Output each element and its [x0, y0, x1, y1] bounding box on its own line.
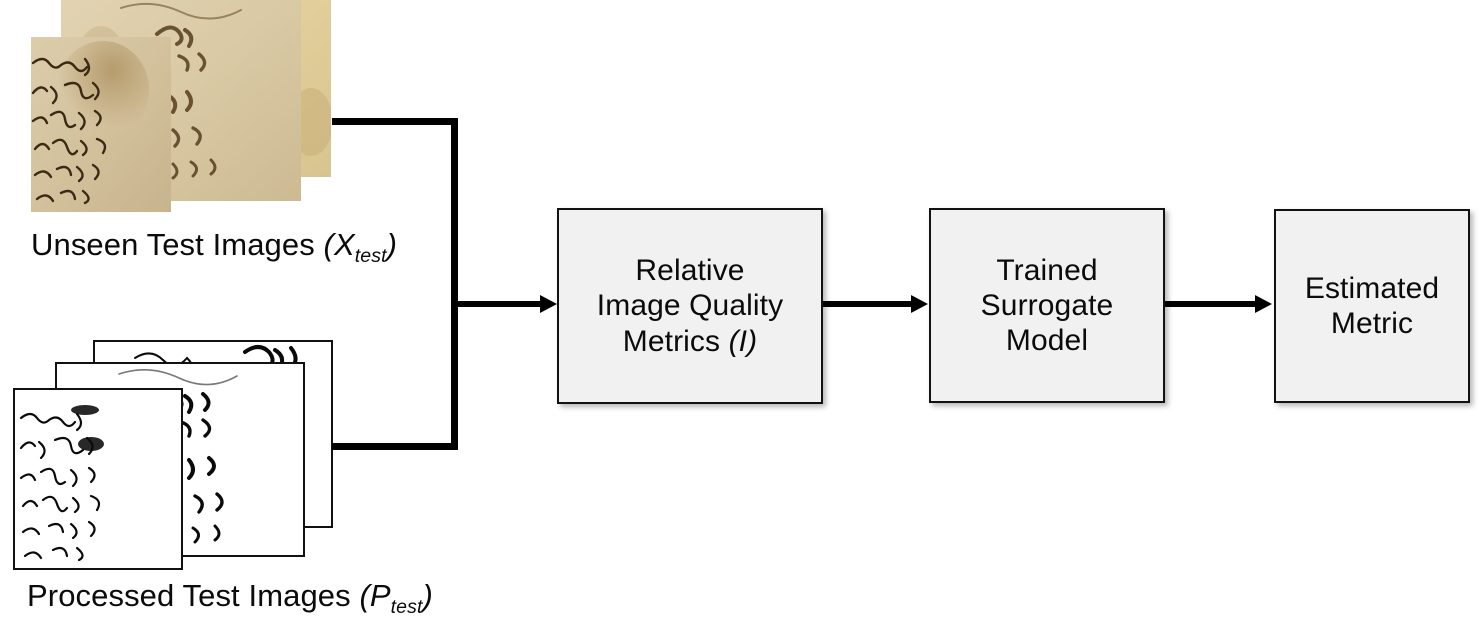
unseen-caption-subscript: test — [354, 245, 387, 268]
manuscript-image-front — [31, 37, 171, 212]
connector-merge-to-metrics-line — [455, 301, 543, 307]
stage-box-relative-image-quality-metrics-text: Relative Image Quality Metrics (I) — [591, 253, 789, 358]
stage-line-3-wrapper: Metrics (I) — [597, 324, 783, 359]
stage-box-trained-surrogate-model-text: Trained Surrogate Model — [975, 253, 1120, 358]
unseen-caption-symbol-end: ) — [386, 227, 398, 262]
processed-caption-text: Processed Test Images — [27, 578, 360, 613]
processed-test-images-caption: Processed Test Images (Ptest) — [27, 578, 433, 619]
stage-box-trained-surrogate-model[interactable]: Trained Surrogate Model — [929, 208, 1165, 403]
stage-line-2: Image Quality — [596, 289, 784, 323]
connector-bottom-branch — [332, 443, 458, 450]
connector-model-to-output-arrowhead — [1255, 295, 1272, 313]
connector-merge-to-metrics-arrowhead — [540, 295, 557, 313]
stage-box-estimated-metric[interactable]: Estimated Metric — [1274, 209, 1470, 403]
stage-line-3: Metrics — [622, 324, 729, 358]
processed-test-images-stack — [13, 340, 343, 570]
stage-line-2: Metric — [1330, 307, 1414, 340]
unseen-test-images-stack — [31, 0, 341, 212]
connector-metrics-to-model-arrowhead — [911, 295, 928, 313]
unseen-test-images-caption: Unseen Test Images (Xtest) — [31, 227, 397, 268]
processed-caption-subscript: test — [390, 596, 423, 619]
manuscript-texture-front — [31, 37, 171, 212]
connector-model-to-output-line — [1165, 301, 1257, 307]
stage-line-2: Surrogate — [980, 288, 1114, 322]
stage-line-1: Relative — [635, 254, 745, 288]
stage-line-1: Estimated — [1304, 271, 1440, 305]
processed-caption-symbol: (P — [359, 578, 391, 613]
stage-line-1: Trained — [996, 253, 1098, 287]
stage-box-estimated-metric-text: Estimated Metric — [1299, 271, 1445, 341]
unseen-caption-symbol: (X — [323, 227, 355, 262]
connector-merge-bar — [451, 118, 458, 450]
unseen-caption-text: Unseen Test Images — [31, 227, 324, 262]
connector-metrics-to-model-line — [823, 301, 913, 307]
processed-caption-symbol-end: ) — [422, 578, 433, 613]
stage-line-3: Model — [1005, 324, 1089, 358]
stage-line-3-italic-suffix: (I) — [728, 324, 758, 358]
processed-texture-front — [15, 390, 181, 568]
connector-top-branch — [332, 118, 458, 125]
processed-image-front — [13, 388, 183, 570]
stage-box-relative-image-quality-metrics[interactable]: Relative Image Quality Metrics (I) — [557, 208, 823, 404]
